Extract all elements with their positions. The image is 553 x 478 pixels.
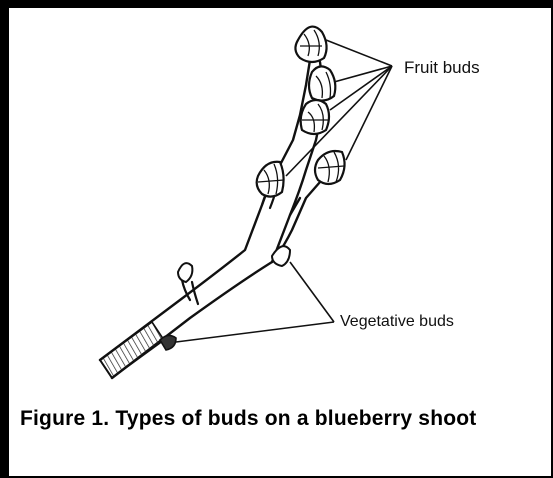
vegetative-buds-label: Vegetative buds [340, 313, 454, 331]
vegetative-bud-1 [178, 263, 192, 282]
main-stem [100, 60, 323, 378]
fruit-bud-5 [315, 151, 345, 184]
fruit-bud-3 [301, 100, 329, 134]
fruit-bud-1 [295, 27, 326, 62]
fruit-bud-4 [257, 162, 284, 197]
older-wood [100, 322, 164, 378]
figure-caption: Figure 1. Types of buds on a blueberry s… [20, 407, 476, 431]
fruit-buds-label: Fruit buds [404, 58, 480, 78]
vegetative-bud-3 [160, 335, 176, 350]
vegetative-bud-2 [272, 246, 290, 266]
fruit-bud-2 [309, 66, 335, 100]
